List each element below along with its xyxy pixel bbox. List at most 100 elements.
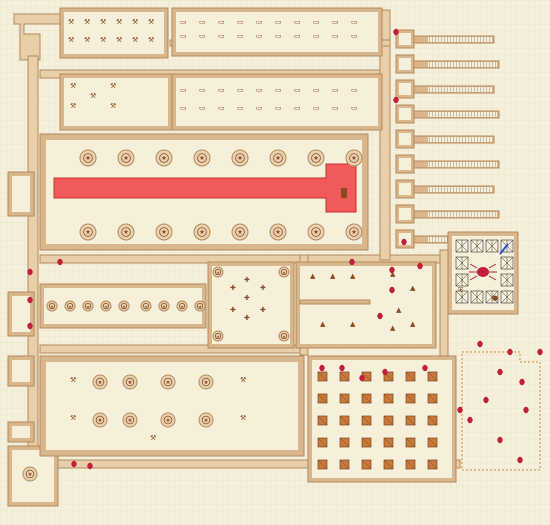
red-bug-icon[interactable] — [477, 340, 483, 348]
spider-icon[interactable] — [469, 263, 497, 281]
red-bug-icon[interactable] — [349, 258, 355, 266]
star-pillar-icon: ★ — [307, 223, 325, 241]
hall-pillars: ★★★★★★★★★★★★★★★★ — [79, 149, 363, 241]
throne-icon — [341, 188, 347, 198]
red-bug-icon[interactable] — [27, 268, 33, 276]
bed-icon: ▭ — [218, 18, 225, 26]
crate-icon — [317, 459, 328, 470]
bed-icon: ▭ — [218, 86, 225, 94]
stairs-icon[interactable] — [395, 129, 495, 149]
sword-icon[interactable] — [499, 243, 509, 255]
red-bug-icon[interactable] — [339, 364, 345, 372]
red-bug-icon[interactable] — [467, 416, 473, 424]
star-pillar-icon: ★ — [231, 223, 249, 241]
star-pillar-icon: ★ — [278, 266, 290, 278]
bed-icon: ▭ — [218, 32, 225, 40]
bed-icon: ▭ — [275, 32, 282, 40]
red-bug-icon[interactable] — [523, 406, 529, 414]
stairs-icon[interactable] — [395, 154, 500, 174]
red-bug-icon[interactable] — [87, 462, 93, 470]
svg-text:★: ★ — [122, 304, 126, 309]
ore-pile-icon: ▲ — [330, 272, 336, 280]
crate-icon — [383, 393, 394, 404]
star-pillar-icon: ★ — [278, 330, 290, 342]
red-bug-icon[interactable] — [483, 396, 489, 404]
stairs-icon[interactable] — [395, 79, 495, 99]
red-bug-icon[interactable] — [537, 348, 543, 356]
red-bug-icon[interactable] — [319, 364, 325, 372]
bed-icon: ▭ — [237, 104, 244, 112]
crate-icon — [405, 371, 416, 382]
red-bug-icon[interactable] — [389, 266, 395, 274]
crate-icon — [361, 415, 372, 426]
red-bug-icon[interactable] — [27, 322, 33, 330]
ore-pile-icon: ▲ — [320, 320, 326, 328]
bag-icon[interactable]: ● — [492, 294, 498, 302]
spiderweb-icon — [485, 239, 499, 253]
table-chairs-icon: ⚒ — [70, 82, 76, 90]
crate-icon — [339, 393, 350, 404]
svg-text:★: ★ — [68, 304, 72, 309]
bed-icon: ▭ — [313, 32, 320, 40]
crate-icon — [317, 415, 328, 426]
stairs-icon[interactable] — [395, 104, 500, 124]
star-pillar-icon: ★ — [140, 300, 152, 312]
bed-icon: ▭ — [256, 104, 263, 112]
star-pillar-icon: ★ — [92, 374, 108, 390]
red-bug-icon[interactable] — [377, 312, 383, 320]
great-hall-carpet — [53, 163, 357, 213]
table-chairs-icon: ⚒ — [110, 82, 116, 90]
ore-pile-icon: ▲ — [396, 306, 402, 314]
table-chairs-icon: ⚒ — [132, 18, 138, 26]
stairs-icon[interactable] — [395, 29, 495, 49]
ore-pile-icon: ▲ — [350, 272, 356, 280]
red-bug-icon[interactable] — [417, 262, 423, 270]
ore-pile-icon: ▲ — [410, 320, 416, 328]
room-dining-w — [59, 73, 173, 131]
bed-icon: ▭ — [313, 18, 320, 26]
stairs-icon[interactable] — [395, 179, 495, 199]
red-bug-icon[interactable] — [382, 368, 388, 376]
red-bug-icon[interactable] — [57, 258, 63, 266]
gallery-row: ★★★★★★★★★ — [39, 283, 207, 329]
star-pillar-icon: ★ — [307, 149, 325, 167]
red-bug-icon[interactable] — [519, 378, 525, 386]
bed-icon: ▭ — [199, 18, 206, 26]
red-bug-icon[interactable] — [457, 406, 463, 414]
bed-icon: ▭ — [351, 18, 358, 26]
red-bug-icon[interactable] — [507, 348, 513, 356]
red-bug-icon[interactable] — [497, 368, 503, 376]
ore-pile-icon: ▲ — [390, 324, 396, 332]
red-bug-icon[interactable] — [497, 436, 503, 444]
barrel-icon — [317, 437, 328, 448]
svg-text:★: ★ — [123, 228, 129, 236]
bed-icon: ▭ — [332, 86, 339, 94]
shield-icon[interactable]: ⛨ — [458, 286, 464, 294]
stairs-icon[interactable] — [395, 54, 500, 74]
svg-text:★: ★ — [85, 154, 91, 162]
barrel-icon — [339, 415, 350, 426]
red-bug-icon[interactable] — [359, 374, 365, 382]
star-pillar-icon: ★ — [269, 223, 287, 241]
crate-icon — [317, 393, 328, 404]
star-pillar-icon: ★ — [212, 330, 224, 342]
red-bug-icon[interactable] — [517, 456, 523, 464]
red-bug-icon[interactable] — [71, 460, 77, 468]
red-bug-icon[interactable] — [401, 238, 407, 246]
bed-icon: ▭ — [332, 104, 339, 112]
anvil-icon: ⚒ — [150, 434, 156, 442]
star-pillar-icon: ★ — [345, 223, 363, 241]
red-bug-icon[interactable] — [393, 28, 399, 36]
bed-icon: ▭ — [256, 18, 263, 26]
bed-icon: ▭ — [180, 104, 187, 112]
bed-icon: ▭ — [275, 104, 282, 112]
red-bug-icon[interactable] — [389, 286, 395, 294]
table-chairs-icon: ⚒ — [116, 36, 122, 44]
stairs-icon[interactable] — [395, 204, 500, 224]
crate-icon — [339, 437, 350, 448]
red-bug-icon[interactable] — [27, 296, 33, 304]
bed-icon: ▭ — [275, 18, 282, 26]
red-bug-icon[interactable] — [422, 364, 428, 372]
red-bug-icon[interactable] — [393, 96, 399, 104]
